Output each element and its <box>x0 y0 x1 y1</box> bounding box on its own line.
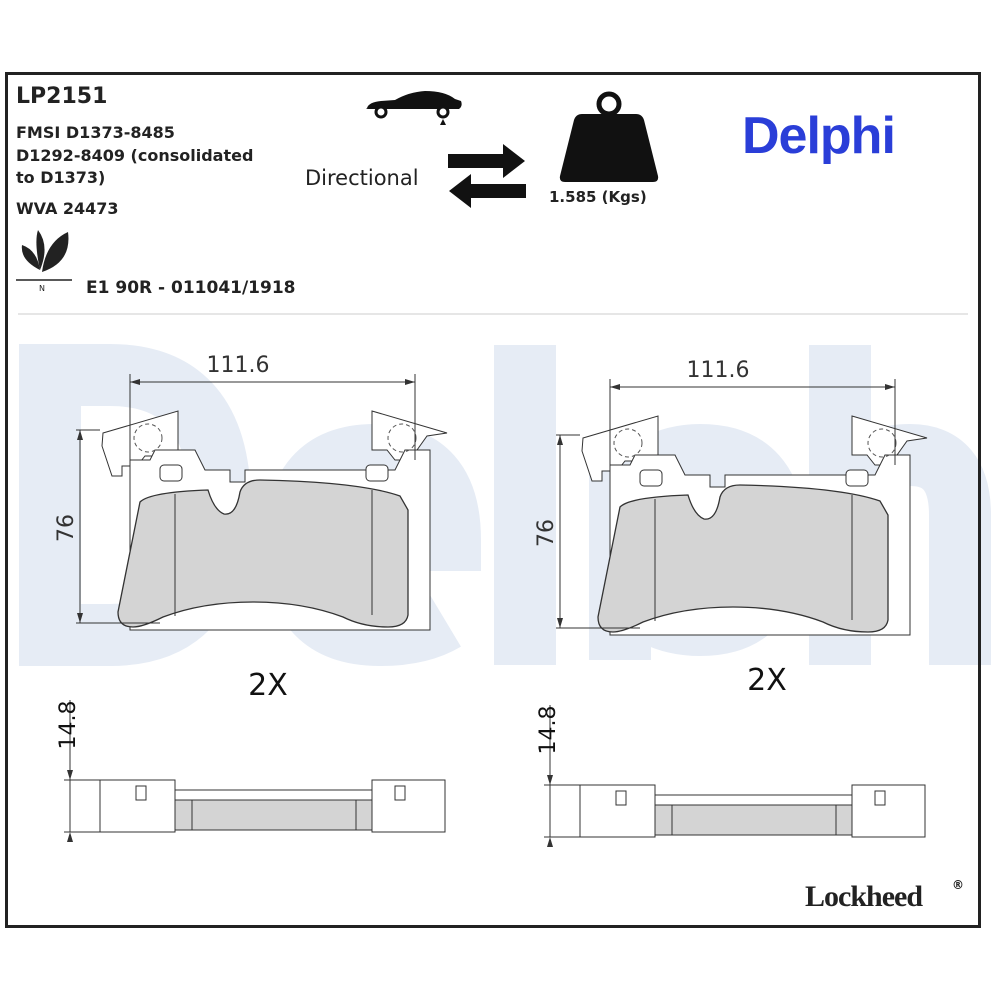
sheet-frame <box>5 72 981 928</box>
directional-arrows-icon <box>448 144 526 208</box>
wva-number: WVA 24473 <box>16 199 119 218</box>
part-number: LP2151 <box>16 84 108 109</box>
brake-pad-drawing-left: 111.6 76 2X 14.8 <box>54 353 448 843</box>
approval-number: E1 90R - 011041/1918 <box>86 278 296 298</box>
car-icon <box>366 91 462 125</box>
quantity-label: 2X <box>248 668 288 703</box>
height-dimension: 76 <box>54 514 79 542</box>
width-dimension: 111.6 <box>687 358 750 383</box>
height-dimension: 76 <box>534 519 559 547</box>
brake-pad-drawing-right: 111.6 76 2X 14.8 <box>534 358 928 848</box>
thickness-dimension: 14.8 <box>536 706 561 755</box>
weight-value: 1.585 (Kgs) <box>549 188 647 206</box>
registered-mark: ® <box>952 878 964 892</box>
eco-mark-letter: N <box>39 284 45 293</box>
fmsi-line-3: to D1373) <box>16 168 106 187</box>
lockheed-logo: Lockheed <box>805 880 923 913</box>
quantity-label: 2X <box>747 663 787 698</box>
fmsi-line-1: FMSI D1373-8485 <box>16 123 175 142</box>
fmsi-line-2: D1292-8409 (consolidated <box>16 146 254 165</box>
weight-icon <box>559 91 659 182</box>
directional-label: Directional <box>305 166 419 190</box>
width-dimension: 111.6 <box>207 353 270 378</box>
eco-leaf-icon <box>16 230 72 281</box>
thickness-dimension: 14.8 <box>56 701 81 750</box>
delphi-logo: Delphi <box>742 107 896 165</box>
